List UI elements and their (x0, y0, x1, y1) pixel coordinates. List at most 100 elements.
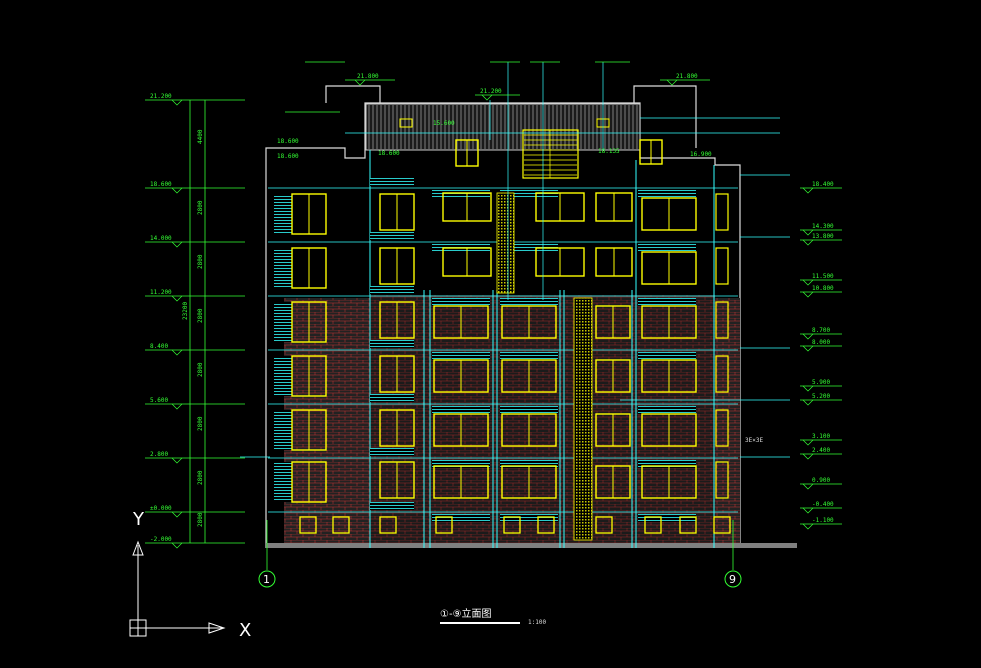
inner-mark-5: 16.900 (690, 151, 712, 158)
right-parapet (633, 85, 697, 148)
right-elevation: 0.900 (812, 477, 830, 484)
top-mark-right: 21.800 (676, 73, 698, 80)
right-elevation: 5.200 (812, 393, 830, 400)
grid-bubble-right (724, 570, 742, 588)
left-elevation: 18.600 (150, 181, 172, 188)
shutter (274, 462, 292, 502)
right-level-marker (802, 483, 814, 490)
grid-axis-right[interactable]: 9 (724, 520, 742, 588)
left-elevation: ±0.000 (150, 505, 172, 512)
balcony-rail (500, 406, 558, 414)
left-elevation: 21.200 (150, 93, 172, 100)
stair-lattice-low (573, 297, 593, 541)
level-marker (171, 241, 183, 248)
balcony-rail (370, 394, 414, 402)
right-elevation: 13.800 (812, 233, 834, 240)
ground-window (379, 516, 397, 534)
right-level-marker (802, 523, 814, 530)
building-elevation (240, 62, 797, 548)
level-marker (171, 542, 183, 549)
left-dim: 2800 (197, 254, 204, 269)
balcony-rail (500, 352, 558, 360)
right-level-marker (802, 439, 814, 446)
left-dim-total: 23200 (182, 302, 189, 320)
grid-label-right: 9 (729, 573, 736, 586)
shutter (274, 356, 292, 396)
shutter (274, 302, 292, 342)
window (715, 301, 729, 339)
axis-x-label: X (239, 620, 251, 641)
grid-bubble-left (258, 570, 276, 588)
ground-window (679, 516, 697, 534)
left-dim: 2800 (197, 512, 204, 527)
balcony-rail (500, 298, 558, 306)
ground-window (644, 516, 662, 534)
level-marker (171, 295, 183, 302)
window (715, 409, 729, 447)
shutter (274, 410, 292, 450)
balcony-rail (432, 190, 490, 198)
right-level-marker (802, 333, 814, 340)
left-parapet (325, 85, 381, 103)
level-marker (171, 187, 183, 194)
balcony-rail (638, 298, 696, 306)
right-level-marker (802, 229, 814, 236)
level-marker (171, 349, 183, 356)
right-elevation: 5.900 (812, 379, 830, 386)
shutter (274, 194, 292, 234)
building-outline (265, 102, 741, 543)
right-elevation: 11.500 (812, 273, 834, 280)
ground-window (713, 516, 731, 534)
balcony-rail (432, 352, 490, 360)
balcony-rail (500, 460, 558, 468)
window (715, 461, 729, 499)
balcony-rail (370, 502, 414, 510)
title-scale: 1:100 (528, 619, 546, 626)
axis-y-label: Y (132, 509, 145, 530)
top-mark-left: 21.800 (357, 73, 379, 80)
stair-lattice-top (496, 192, 515, 294)
left-dimension-chain: 21.20018.60014.00011.2008.4005.6002.800±… (145, 93, 245, 549)
column-lines (369, 150, 715, 548)
leader-lines (240, 62, 790, 458)
right-elevation: 8.700 (812, 327, 830, 334)
level-marker (171, 403, 183, 410)
ground-window (299, 516, 317, 534)
right-elevation: 2.400 (812, 447, 830, 454)
grid-axis-left[interactable]: 1 (258, 520, 276, 588)
right-elevation: 10.800 (812, 285, 834, 292)
left-dim: 2800 (197, 308, 204, 323)
ground-line (265, 543, 797, 548)
balcony-rail (370, 178, 414, 186)
right-elevation: 18.400 (812, 181, 834, 188)
balcony-rail (638, 244, 696, 252)
right-note: 3E×3E (745, 437, 763, 444)
right-elevation: -0.400 (812, 501, 834, 508)
balcony-rail (638, 352, 696, 360)
ground-window (503, 516, 521, 534)
right-elevation: -1.100 (812, 517, 834, 524)
ground-window (332, 516, 350, 534)
right-level-marker (802, 507, 814, 514)
right-level-marker (802, 291, 814, 298)
inner-mark-6: 15.600 (433, 120, 455, 127)
left-elevation: 14.000 (150, 235, 172, 242)
balcony-rail (370, 340, 414, 348)
left-dim: 4400 (197, 129, 204, 144)
roof-vent-left (399, 118, 413, 128)
balcony-rail (370, 232, 414, 240)
balcony-rail (500, 244, 558, 252)
balcony-rail (432, 298, 490, 306)
top-level-marks: 21.800 21.200 21.800 18.600 18.600 18.60… (277, 61, 712, 160)
roof-louvre (522, 129, 579, 179)
level-marker (171, 99, 183, 106)
level-marker (171, 511, 183, 518)
top-mark-center: 21.200 (480, 88, 502, 95)
inner-mark-2: 18.600 (277, 153, 299, 160)
left-elevation: -2.000 (150, 536, 172, 543)
inner-mark-4: 18.135 (598, 148, 620, 155)
title-main: ①-⑨立面图 (440, 607, 492, 620)
right-level-marker (802, 279, 814, 286)
window (715, 247, 729, 285)
